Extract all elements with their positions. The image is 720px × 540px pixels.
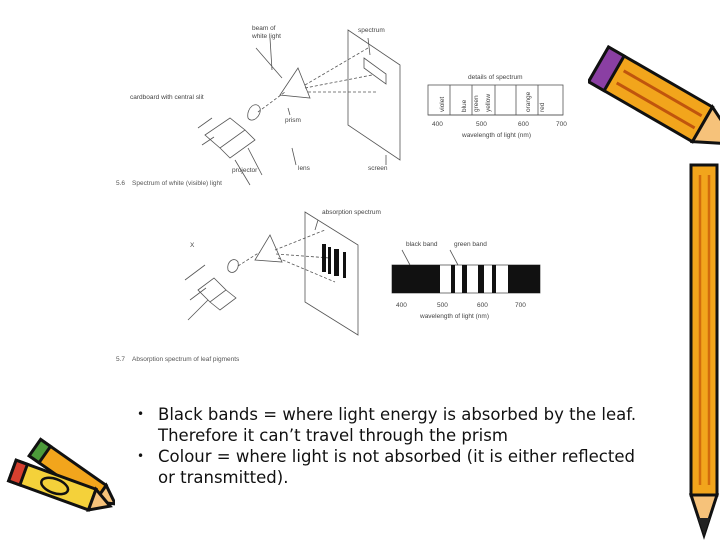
caption-top: Spectrum of white (visible) light: [132, 180, 222, 187]
label-wavelength-bottom: wavelength of light (nm): [419, 313, 489, 320]
bullet-line: Colour = where light is not absorbed (it…: [158, 447, 635, 466]
label-cardboard: cardboard with central slit: [130, 94, 204, 101]
bullet-dot: •: [137, 407, 145, 421]
label-white-light: white light: [251, 33, 281, 40]
bullet-item: • Colour = where light is not absorbed (…: [135, 446, 705, 488]
tick-700: 700: [556, 121, 567, 128]
label-wavelength-top: wavelength of light (nm): [461, 132, 531, 139]
tick-400: 400: [432, 121, 443, 128]
pencils-clipart-icon: [6, 437, 115, 512]
label-projector: projector: [232, 167, 258, 174]
tick-600: 600: [518, 121, 529, 128]
caption-number-bottom: 5.7: [116, 356, 125, 363]
spectrum-figure: beam of white light spectrum cardboard w…: [110, 0, 590, 370]
caption-bottom: Absorption spectrum of leaf pigments: [132, 356, 240, 363]
label-details: details of spectrum: [468, 74, 523, 81]
colour-orange: orange: [525, 91, 532, 112]
tick-b-400: 400: [396, 302, 407, 309]
colour-violet: violet: [439, 97, 446, 112]
label-spectrum: spectrum: [358, 27, 385, 34]
bullet-line: or transmitted).: [158, 468, 289, 487]
colour-yellow: yellow: [485, 94, 492, 112]
label-screen: screen: [368, 165, 388, 172]
bullet-line: Therefore it can’t travel through the pr…: [158, 426, 508, 445]
colour-blue: blue: [461, 99, 468, 112]
label-x: X: [190, 242, 195, 249]
tick-b-600: 600: [477, 302, 488, 309]
label-green-band: green band: [454, 241, 487, 248]
label-prism: prism: [285, 117, 301, 124]
caption-number-top: 5.6: [116, 180, 125, 187]
label-beam: beam of: [252, 25, 276, 32]
pencil-clipart-icon: [588, 44, 720, 540]
bullet-line: Black bands = where light energy is abso…: [158, 405, 637, 424]
label-absorption: absorption spectrum: [322, 209, 381, 216]
colour-green: green: [473, 95, 480, 112]
bullet-item: • Black bands = where light energy is ab…: [135, 404, 705, 446]
label-lens: lens: [298, 165, 311, 172]
tick-b-500: 500: [437, 302, 448, 309]
tick-500: 500: [476, 121, 487, 128]
tick-b-700: 700: [515, 302, 526, 309]
label-black-band: black band: [406, 241, 438, 248]
bullet-dot: •: [137, 449, 145, 463]
colour-red: red: [539, 102, 546, 112]
bullet-list: • Black bands = where light energy is ab…: [135, 404, 705, 488]
